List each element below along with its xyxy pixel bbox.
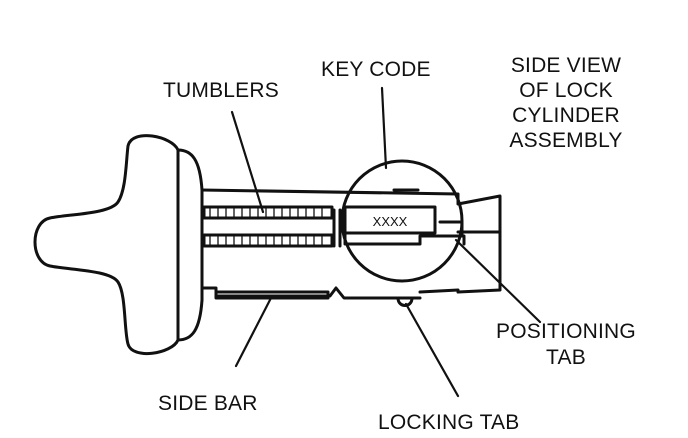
tumbler-slot-lower xyxy=(202,233,334,248)
locking-tab-leader xyxy=(404,302,460,398)
tumbler-slot-upper xyxy=(202,205,334,220)
cylinder-body xyxy=(200,188,502,294)
tumblers-leader xyxy=(230,110,265,214)
positioning-tab-line-2: TAB xyxy=(546,346,586,369)
key-code-label: KEY CODE xyxy=(321,58,431,81)
key-code-leader xyxy=(380,86,388,170)
positioning-tab-line-1: POSITIONING xyxy=(496,320,636,343)
locking-tab-label: LOCKING TAB xyxy=(378,411,520,434)
cylinder-collar xyxy=(176,148,204,342)
cylinder-head xyxy=(33,134,180,356)
side-view-line-1: SIDE VIEW xyxy=(510,54,622,77)
side-view-line-3: CYLINDER xyxy=(512,104,620,127)
positioning-tab-leader xyxy=(454,238,542,324)
tumblers-label: TUMBLERS xyxy=(163,79,279,102)
key-code-plate xyxy=(343,205,437,235)
side-view-line-2: OF LOCK xyxy=(519,79,613,102)
locking-tab xyxy=(396,296,414,307)
side-bar-label: SIDE BAR xyxy=(158,392,258,415)
side-view-line-4: ASSEMBLY xyxy=(509,129,623,152)
side-bar-leader xyxy=(234,294,274,368)
key-code-value: XXXX xyxy=(373,214,408,229)
